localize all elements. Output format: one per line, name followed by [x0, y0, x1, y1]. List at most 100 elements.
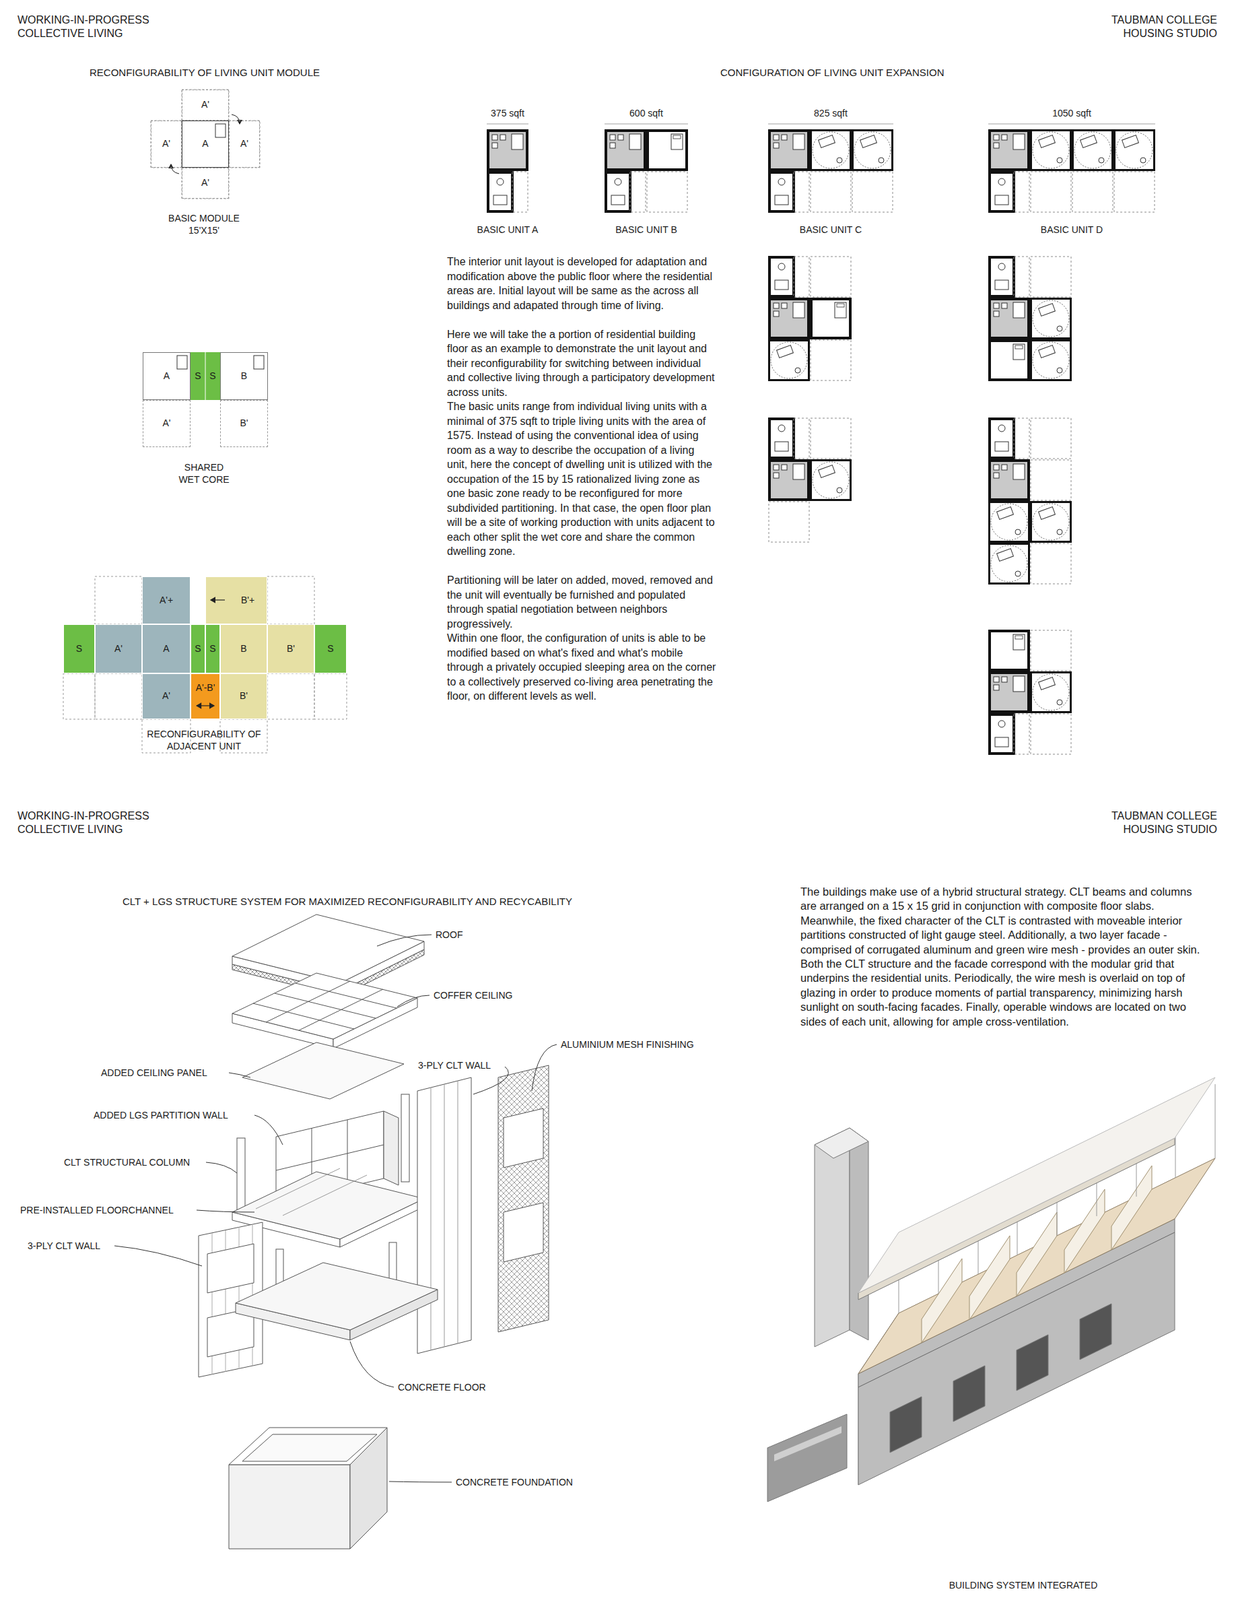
- unit-plans: [1031, 130, 1072, 171]
- module-diagram: [181, 120, 229, 168]
- body-text: Partitioning will be later on added, mov…: [447, 572, 717, 631]
- exploded-axonometric: [383, 1110, 399, 1185]
- unit-plans: [852, 171, 893, 213]
- unit-plans: [769, 340, 810, 381]
- module-cell: A': [142, 673, 191, 719]
- building-axonometric: [849, 1127, 869, 1340]
- unit-plans: [769, 130, 809, 170]
- unit-plans: [604, 123, 689, 125]
- wet-core-diagram: [205, 352, 206, 400]
- body-text: Within one floor, the configuration of u…: [447, 630, 717, 704]
- module-diagram: [170, 164, 180, 174]
- module-diagram: [215, 123, 226, 138]
- exploded-axonometric: [232, 914, 425, 983]
- unit-plans: [989, 418, 1030, 459]
- exploded-axonometric: [253, 980, 397, 1030]
- callout-label: ALUMINIUM MESH FINISHING: [560, 1038, 763, 1051]
- module-cell: A: [181, 120, 229, 168]
- wet-core-diagram: [177, 355, 188, 369]
- area-label: 600 sqft: [592, 107, 701, 120]
- unit-plans: [810, 418, 851, 459]
- unit-plans: [605, 130, 645, 170]
- unit-plans: [1030, 256, 1072, 297]
- cell-letter: A: [162, 643, 169, 654]
- leader-lines: [196, 1209, 255, 1212]
- cell-letter: S: [194, 643, 201, 654]
- callout-label: ROOF: [435, 929, 537, 942]
- leader-lines: [389, 1481, 452, 1482]
- adjacent-unit-grid: [94, 673, 143, 719]
- unit-plans: [989, 340, 1029, 380]
- adjacent-unit-grid: [196, 704, 215, 706]
- module-cell: A'-B': [190, 673, 221, 719]
- exploded-axonometric: [401, 1093, 410, 1182]
- cell-letter: A'-B': [195, 682, 216, 693]
- unit-plans: [810, 256, 851, 297]
- building-axonometric: [1079, 1303, 1112, 1360]
- unit-plans: [989, 713, 1030, 754]
- module-cell: A': [181, 89, 229, 121]
- leader-lines: [473, 1066, 509, 1094]
- section-title: CLT + LGS STRUCTURE SYSTEM FOR MAXIMIZED…: [122, 895, 675, 909]
- unit-plans: [1031, 298, 1072, 339]
- callout-label: ADDED CEILING PANEL: [100, 1067, 236, 1080]
- unit-plans: [989, 298, 1029, 338]
- unit-plans: [989, 256, 1030, 297]
- unit-plans: [989, 543, 1030, 584]
- cell-letter: A': [201, 177, 210, 188]
- unit-plans: [988, 123, 1156, 125]
- adjacent-unit-grid: [314, 624, 347, 674]
- module-cell: B': [220, 399, 268, 448]
- body-text: The buildings make use of a hybrid struc…: [800, 884, 1209, 1029]
- cell-letter: B': [286, 643, 295, 654]
- unit-plans: [1114, 171, 1155, 213]
- adjacent-unit-grid: [205, 576, 268, 625]
- sheet-header: TAUBMAN COLLEGE HOUSING STUDIO: [1089, 809, 1218, 837]
- unit-plans: [486, 123, 529, 125]
- unit-plans: [1030, 630, 1072, 671]
- unit-plans: [1030, 418, 1072, 459]
- unit-plans: [1031, 672, 1072, 713]
- module-cell: S: [314, 624, 347, 674]
- callout-label: CONCRETE FLOOR: [397, 1381, 546, 1394]
- leader-lines: [228, 1072, 251, 1078]
- cell-letter: A': [162, 138, 171, 149]
- unit-plans: [1031, 502, 1072, 542]
- callout-label: ADDED LGS PARTITION WALL: [93, 1109, 256, 1122]
- module-diagram: [150, 89, 260, 199]
- building-axonometric: [969, 1235, 1010, 1320]
- cell-letter: S: [327, 643, 334, 654]
- module-cell: A: [142, 352, 191, 400]
- unit-plans: [768, 501, 810, 542]
- exploded-axonometric: [389, 1242, 397, 1283]
- building-axonometric: [1016, 1334, 1049, 1391]
- unit-plans: [1072, 171, 1113, 213]
- exploded-axonometric: [430, 1080, 458, 1350]
- unit-plans: [1030, 713, 1072, 754]
- wet-core-diagram: [253, 355, 264, 369]
- module-cell: A: [142, 624, 191, 674]
- unit-plans: [989, 502, 1030, 542]
- unit-plans: [647, 130, 687, 170]
- unit-plans: [768, 123, 894, 125]
- cell-letter: B': [239, 690, 248, 701]
- building-axonometric: [1064, 1188, 1105, 1274]
- area-label: 825 sqft: [776, 107, 885, 120]
- unit-plans: [488, 130, 528, 170]
- leader-lines: [114, 1245, 202, 1266]
- exploded-axonometric: [503, 1108, 544, 1168]
- module-cell: S: [205, 352, 221, 400]
- exploded-axonometric: [242, 1042, 404, 1099]
- unit-label: BASIC UNIT B: [592, 224, 701, 237]
- adjacent-unit-grid: [267, 576, 315, 625]
- leader-lines: [114, 934, 557, 1482]
- adjacent-unit-grid: [190, 624, 221, 674]
- module-cell: B'+: [205, 576, 268, 625]
- exploded-axonometric: [255, 1168, 367, 1216]
- adjacent-unit-grid: [63, 576, 347, 753]
- module-cell: B': [267, 624, 315, 674]
- cell-letter: S: [194, 370, 201, 382]
- unit-label: BASIC UNIT D: [1017, 224, 1126, 237]
